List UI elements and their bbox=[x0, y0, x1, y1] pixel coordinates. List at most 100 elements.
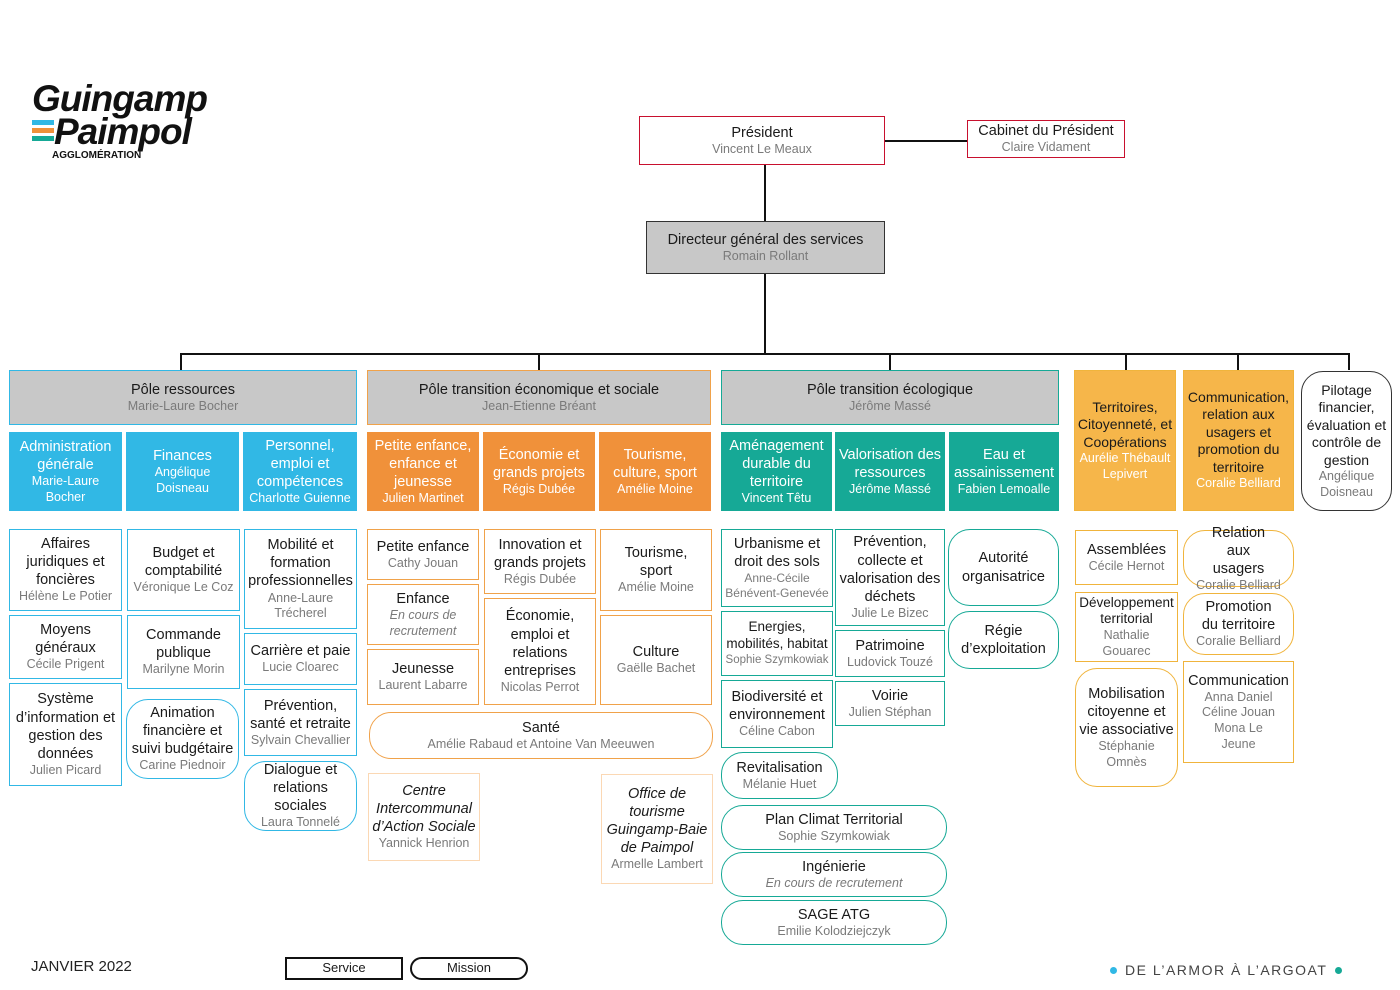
legend-service: Service bbox=[285, 957, 403, 980]
mission-dialogue-name: Laura Tonnelé bbox=[260, 815, 340, 830]
mission-sante-title: Santé bbox=[522, 719, 560, 736]
service-commande: Commande publique Marilyne Morin bbox=[127, 615, 240, 689]
service-prevention-sante: Prévention, santé et retraite Sylvain Ch… bbox=[244, 689, 357, 756]
footer-slogan: DE L’ARMOR À L’ARGOAT bbox=[1110, 960, 1350, 980]
entity-cias-name: Yannick Henrion bbox=[378, 836, 470, 851]
mission-promotion-title: Promotion du territoire bbox=[1201, 599, 1276, 634]
service-patrimoine-name: Ludovick Touzé bbox=[847, 654, 933, 669]
service-carriere-title: Carrière et paie bbox=[250, 643, 351, 660]
pole-communication-title: Communication, relation aux usagers et p… bbox=[1187, 388, 1290, 475]
pole-pilotage: Pilotage financier, évaluation et contrô… bbox=[1301, 371, 1392, 511]
service-innovation-name: Régis Dubée bbox=[503, 571, 577, 586]
mission-pct-title: Plan Climat Territorial bbox=[765, 811, 903, 828]
service-innovation-title: Innovation et grands projets bbox=[494, 536, 586, 571]
entity-office: Office de tourisme Guingamp-Baie de Paim… bbox=[601, 774, 713, 884]
mission-relation-usagers: Relation aux usagers Coralie Belliard bbox=[1183, 525, 1294, 592]
service-voirie-title: Voirie bbox=[871, 687, 909, 704]
mission-animation-name: Carine Piednoir bbox=[139, 758, 226, 773]
mission-ingenierie-name: En cours de recrutement bbox=[765, 875, 903, 890]
service-energies-name: Sophie Szymkowiak bbox=[725, 654, 829, 667]
president-name: Vincent Le Meaux bbox=[712, 141, 812, 156]
direction-finances: Finances Angélique Doisneau bbox=[126, 432, 239, 511]
service-patrimoine: Patrimoine Ludovick Touzé bbox=[835, 630, 945, 677]
direction-amenagement: Aménagement durable du territoire Vincen… bbox=[721, 432, 832, 511]
mission-promotion-name: Coralie Belliard bbox=[1196, 634, 1281, 649]
service-commande-name: Marilyne Morin bbox=[142, 662, 225, 677]
pole-ecolo-name: Jérôme Massé bbox=[849, 398, 931, 413]
mission-sage-title: SAGE ATG bbox=[797, 906, 871, 923]
service-budget-title: Budget et comptabilité bbox=[144, 545, 223, 580]
service-affaires-name: Hélène Le Potier bbox=[18, 589, 113, 604]
connector-president-dgs bbox=[764, 165, 766, 221]
cabinet-box: Cabinet du Président Claire Vidament bbox=[967, 120, 1125, 158]
direction-amenagement-name: Vincent Têtu bbox=[741, 490, 812, 505]
mission-sante-name: Amélie Rabaud et Antoine Van Meeuwen bbox=[427, 736, 655, 751]
pole-territoires-name: Aurélie Thébault Lepivert bbox=[1079, 451, 1171, 481]
service-developpement: Développement territorial Nathalie Gouar… bbox=[1075, 592, 1178, 662]
pole-ecolo-title: Pôle transition écologique bbox=[806, 381, 974, 398]
direction-personnel-name: Charlotte Guienne bbox=[249, 490, 351, 505]
entity-cias: Centre Intercommunal d’Action Sociale Ya… bbox=[368, 773, 480, 861]
legend-mission-label: Mission bbox=[446, 960, 492, 976]
service-urbanisme-title: Urbanisme et droit des sols bbox=[733, 535, 821, 570]
direction-valorisation-title: Valorisation des ressources bbox=[838, 446, 942, 481]
service-mobilite: Mobilité et formation professionnelles A… bbox=[244, 529, 357, 629]
direction-personnel-title: Personnel, emploi et compétences bbox=[256, 437, 344, 490]
service-prevention-dechets-name: Julie Le Bizec bbox=[851, 605, 929, 620]
mission-regie-title: Régie d’exploitation bbox=[961, 622, 1046, 657]
connector-drop-territoires bbox=[1125, 353, 1127, 370]
mission-pct: Plan Climat Territorial Sophie Szymkowia… bbox=[721, 805, 947, 850]
service-assemblees-name: Cécile Hernot bbox=[1088, 558, 1165, 573]
cabinet-title: Cabinet du Président bbox=[978, 123, 1114, 140]
service-patrimoine-title: Patrimoine bbox=[855, 637, 925, 654]
connector-president-cabinet bbox=[885, 140, 967, 142]
pole-ressources-name: Marie-Laure Bocher bbox=[127, 398, 239, 413]
mission-mobilisation: Mobilisation citoyenne et vie associativ… bbox=[1075, 668, 1178, 787]
service-petite-enfance-title: Petite enfance bbox=[376, 538, 470, 555]
service-commande-title: Commande publique bbox=[146, 627, 221, 662]
service-affaires-title: Affaires juridiques et foncières bbox=[26, 536, 105, 589]
mission-dialogue-title: Dialogue et relations sociales bbox=[263, 762, 338, 815]
cabinet-name: Claire Vidament bbox=[1001, 140, 1091, 155]
direction-eau-title: Eau et assainissement bbox=[954, 446, 1054, 481]
footer-date: JANVIER 2022 bbox=[31, 958, 132, 975]
direction-admin-name: Marie-Laure Bocher bbox=[31, 474, 100, 504]
service-communication: Communication Anna Daniel Céline Jouan M… bbox=[1183, 661, 1294, 763]
pole-territoires-title: Territoires, Citoyenneté, et Coopération… bbox=[1077, 398, 1173, 450]
direction-valorisation-name: Jérôme Massé bbox=[849, 481, 931, 496]
direction-enfance: Petite enfance, enfance et jeunesse Juli… bbox=[367, 432, 479, 511]
connector-drop-communication bbox=[1237, 353, 1239, 370]
service-jeunesse-name: Laurent Labarre bbox=[378, 678, 468, 693]
pole-territoires: Territoires, Citoyenneté, et Coopération… bbox=[1074, 370, 1176, 511]
pole-pilotage-title: Pilotage financier, évaluation et contrô… bbox=[1306, 381, 1387, 468]
service-si-name: Julien Picard bbox=[29, 762, 102, 777]
service-si: Système d’information et gestion des don… bbox=[9, 683, 122, 786]
service-budget-name: Véronique Le Coz bbox=[133, 580, 234, 595]
pole-ressources: Pôle ressources Marie-Laure Bocher bbox=[9, 370, 357, 425]
pole-eco-title: Pôle transition économique et sociale bbox=[418, 381, 660, 398]
dgs-box: Directeur général des services Romain Ro… bbox=[646, 221, 885, 274]
mission-relation-usagers-name: Coralie Belliard bbox=[1196, 577, 1281, 592]
direction-enfance-title: Petite enfance, enfance et jeunesse bbox=[374, 437, 472, 490]
service-energies: Energies, mobilités, habitat Sophie Szym… bbox=[721, 611, 833, 676]
service-budget: Budget et comptabilité Véronique Le Coz bbox=[127, 529, 240, 611]
service-petite-enfance: Petite enfance Cathy Jouan bbox=[367, 529, 479, 580]
mission-sante: Santé Amélie Rabaud et Antoine Van Meeuw… bbox=[369, 712, 713, 759]
service-enfance: Enfance En cours de recrutement bbox=[367, 584, 479, 645]
service-mobilite-title: Mobilité et formation professionnelles bbox=[248, 537, 353, 590]
service-tourisme-sport-name: Amélie Moine bbox=[618, 580, 694, 595]
service-economie-emploi-name: Nicolas Perrot bbox=[500, 679, 580, 694]
service-culture-title: Culture bbox=[632, 644, 680, 661]
mission-promotion: Promotion du territoire Coralie Belliard bbox=[1183, 593, 1294, 655]
service-communication-name: Anna Daniel Céline Jouan Mona Le Jeune bbox=[1202, 689, 1275, 751]
logo-line-2: Paimpol bbox=[54, 111, 192, 152]
direction-economie-name: Régis Dubée bbox=[502, 481, 576, 496]
mission-mobilisation-name: Stéphanie Omnès bbox=[1098, 739, 1155, 769]
service-prevention-sante-title: Prévention, santé et retraite bbox=[250, 697, 351, 732]
entity-cias-title: Centre Intercommunal d’Action Sociale bbox=[372, 783, 476, 836]
mission-autorite-title: Autorité organisatrice bbox=[961, 550, 1045, 585]
direction-economie-title: Économie et grands projets bbox=[493, 446, 585, 481]
direction-eau-name: Fabien Lemoalle bbox=[957, 481, 1051, 496]
service-assemblees-title: Assemblées bbox=[1087, 541, 1166, 558]
service-energies-title: Energies, mobilités, habitat bbox=[726, 619, 828, 652]
